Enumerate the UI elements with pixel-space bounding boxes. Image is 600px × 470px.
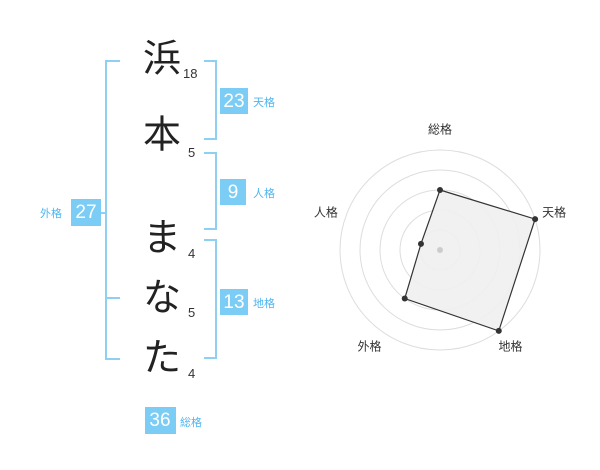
chikaku-badge: 13 地格 (220, 289, 275, 315)
gaikaku-value: 27 (75, 202, 96, 223)
tenkaku-label: 天格 (253, 95, 275, 109)
radar-points (401, 187, 539, 334)
radar-area (403, 189, 536, 332)
stroke-count-1: 18 (183, 66, 197, 81)
radar-point-1 (437, 187, 443, 193)
radar-axis-label-3: 地格 (499, 339, 523, 354)
tenkaku-value: 23 (223, 91, 244, 112)
chikaku-badge-box (220, 289, 248, 315)
chikaku-label: 地格 (253, 296, 275, 310)
gaikaku-label: 外格 (40, 206, 62, 220)
soukaku-label: 総格 (180, 415, 202, 429)
radar-ring-5 (339, 149, 541, 351)
radar-center-point (437, 247, 443, 253)
tenkaku-bracket (204, 60, 217, 140)
radar-point-4 (401, 295, 408, 302)
stroke-count-3: 4 (188, 246, 195, 261)
jinkaku-value: 9 (228, 182, 239, 203)
radar-point-3 (495, 327, 502, 334)
name-char-2: 本 (143, 113, 181, 157)
radar-axis-label-4: 外格 (357, 339, 381, 354)
name-char-4: な (143, 276, 181, 320)
bracket-lines (92, 60, 217, 360)
soukaku-value: 36 (149, 410, 170, 431)
jinkaku-badge: 9 人格 (220, 179, 275, 205)
tenkaku-badge: 23 天格 (220, 88, 275, 114)
chikaku-bracket (204, 239, 217, 359)
radar-center-dot (437, 247, 443, 253)
radar-point-5 (417, 240, 424, 247)
stroke-counts: 18 5 4 5 4 (183, 66, 197, 381)
chikaku-value: 13 (223, 292, 244, 313)
soukaku-badge: 36 総格 (145, 407, 202, 434)
radar-point-2 (532, 216, 539, 223)
jinkaku-label: 人格 (253, 186, 275, 200)
soukaku-badge-box (145, 407, 176, 434)
radar-axis-label-2: 天格 (542, 204, 566, 219)
name-char-1: 浜 (143, 37, 181, 81)
radar-axis-label-5: 人格 (314, 204, 338, 219)
stroke-count-5: 4 (188, 366, 195, 381)
jinkaku-badge-box (220, 179, 246, 205)
jinkaku-bracket (204, 152, 217, 230)
stroke-count-2: 5 (188, 145, 195, 160)
stroke-count-4: 5 (188, 305, 195, 320)
name-characters: 浜 本 ま な た (143, 37, 181, 380)
gaikaku-bracket (105, 60, 120, 360)
radar-axis-label-1: 総格 (428, 122, 452, 137)
tenkaku-badge-box (220, 88, 248, 114)
name-char-3: ま (143, 216, 181, 260)
name-char-5: た (143, 336, 181, 380)
gaikaku-badge-box (71, 199, 101, 226)
gaikaku-badge: 外格 27 (40, 199, 101, 226)
